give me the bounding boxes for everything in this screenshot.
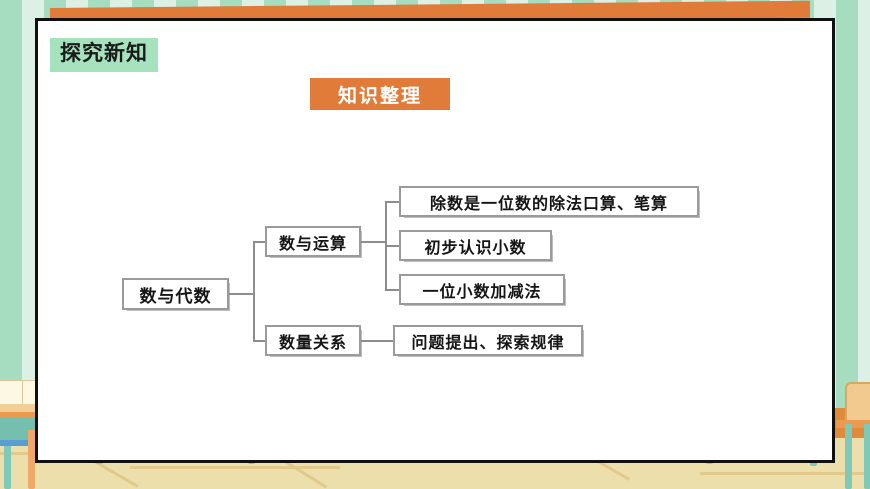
floor-plank [700,472,870,475]
connector-spine-vertical [253,242,255,342]
mindmap-node-branch-2[interactable]: 数量关系 [265,325,362,357]
chair-leg-left [4,446,11,489]
mindmap-leaf-decimal-addsub[interactable]: 一位小数加减法 [399,274,566,306]
connector-root-spine [229,293,255,295]
connector-to-branch-1 [253,241,267,243]
desk-leg-left [28,430,35,489]
mindmap-leaf-problem-pattern[interactable]: 问题提出、探索规律 [393,325,584,357]
desk-surface-left [0,404,46,412]
connector-to-leaf-1 [385,201,400,203]
connector-branch1-spine [361,241,387,243]
connector-to-leaf-3 [385,289,400,291]
chair-leg-right [864,424,870,489]
mindmap-node-root[interactable]: 数与代数 [122,278,230,311]
mindmap-node-branch-1[interactable]: 数与运算 [265,226,362,258]
section-title: 探究新知 [50,38,158,73]
mindmap-leaf-division[interactable]: 除数是一位数的除法口算、笔算 [399,186,700,218]
mindmap-leaf-decimals-intro[interactable]: 初步认识小数 [399,230,553,262]
chair-seat-right [836,420,870,428]
connector-branch2-leaf [361,340,394,342]
mindmap: 数与代数 数与运算 除数是一位数的除法口算、笔算 初步认识小数 一位小数加减法 … [122,186,700,357]
connector-to-leaf-2 [385,245,400,247]
chair-leg-right [845,424,852,489]
desk-edge-left [0,412,46,418]
chair-seat-left [0,440,42,446]
connector-to-branch-2 [253,340,267,342]
floor-plank [130,466,340,469]
heading-chip: 知识整理 [310,78,450,110]
